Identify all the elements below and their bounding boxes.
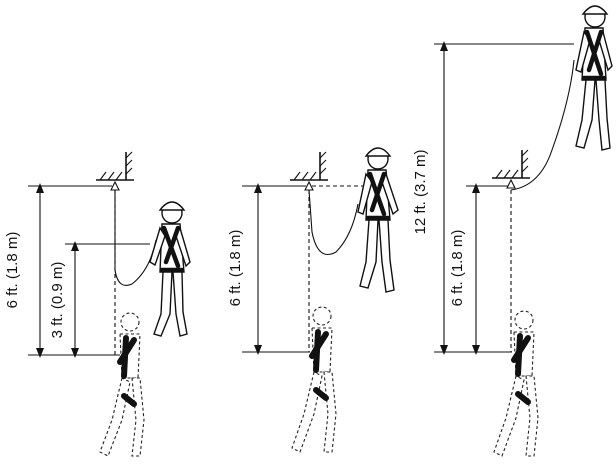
figure-3-free-fall: 12 ft. (3.7 m) 6 ft. (1.8 m) [412, 5, 613, 457]
label-6ft-1: 6 ft. (1.8 m) [4, 232, 21, 309]
anchor-point-3 [492, 149, 530, 189]
label-6ft-2: 6 ft. (1.8 m) [227, 230, 244, 307]
label-6ft-3: 6 ft. (1.8 m) [449, 230, 466, 307]
anchor-point-1 [96, 151, 134, 191]
figure-2-standard-lanyard: 6 ft. (1.8 m) [227, 147, 399, 453]
worker-standing-1 [149, 201, 191, 337]
worker-fallen-3 [493, 310, 539, 457]
anchor-point-2 [290, 151, 328, 191]
label-12ft: 12 ft. (3.7 m) [412, 149, 429, 234]
worker-standing-3 [575, 5, 613, 151]
figure-1-short-lanyard: 6 ft. (1.8 m) 3 ft. (0.9 m) [4, 151, 191, 457]
lanyard-3 [510, 59, 575, 191]
label-3ft-1: 3 ft. (0.9 m) [49, 262, 66, 339]
worker-standing-2 [357, 147, 399, 293]
lanyard-2 [308, 189, 359, 256]
lanyard-1 [114, 190, 157, 286]
worker-fallen-2 [291, 306, 337, 453]
worker-fallen-1 [99, 312, 145, 457]
